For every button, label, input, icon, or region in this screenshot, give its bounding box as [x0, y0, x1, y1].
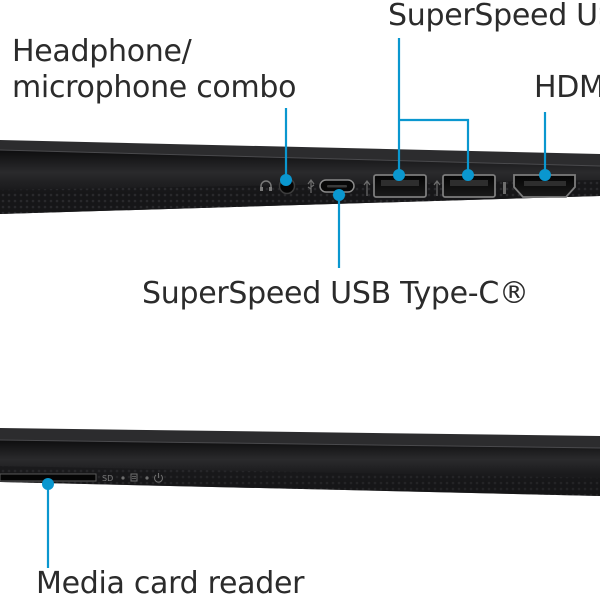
callout-lines-bottom: [42, 478, 54, 568]
front-chassis-highlight: [0, 439, 600, 449]
sd-label: SD: [102, 474, 113, 483]
usb-ss-icon: [433, 180, 441, 196]
label-headphone-line2: microphone combo: [12, 70, 297, 105]
label-headphone-line1: Headphone/: [12, 34, 192, 69]
callout-dots-top: [280, 169, 551, 201]
battery-icon: [145, 476, 149, 480]
callout-line-usb-a: [397, 38, 470, 172]
lid-edge: [0, 140, 600, 166]
headphone-icon: [260, 180, 272, 191]
callout-lines-top: [284, 38, 547, 268]
laptop-front-side: [0, 428, 600, 496]
usb-ss-icon: [363, 180, 371, 196]
front-chassis-texture: [0, 466, 600, 496]
power-icon: [153, 473, 164, 483]
label-headphone: Headphone/ microphone combo: [12, 34, 296, 106]
laptop-right-side: [0, 140, 600, 214]
callout-dot-hdmi: [539, 169, 551, 181]
label-hdmi: HDM: [534, 70, 600, 105]
callout-dot-headphone: [280, 174, 292, 186]
callout-dot-usb-a-2: [462, 169, 474, 181]
usb-icon: [307, 179, 315, 193]
label-media-card: Media card reader: [36, 566, 305, 601]
drive-activity-icon: [121, 473, 138, 482]
callout-dot-usb-a-1: [393, 169, 405, 181]
label-usb-a: SuperSpeed US: [388, 0, 600, 33]
callout-dot-media-card: [42, 478, 54, 490]
hdmi-icon: [503, 182, 506, 194]
hdmi-port: [513, 174, 576, 198]
chassis-highlight: [0, 149, 600, 167]
callout-dot-usb-c: [333, 189, 345, 201]
label-usb-c: SuperSpeed USB Type-C®: [142, 276, 529, 311]
front-lid-edge: [0, 428, 600, 448]
